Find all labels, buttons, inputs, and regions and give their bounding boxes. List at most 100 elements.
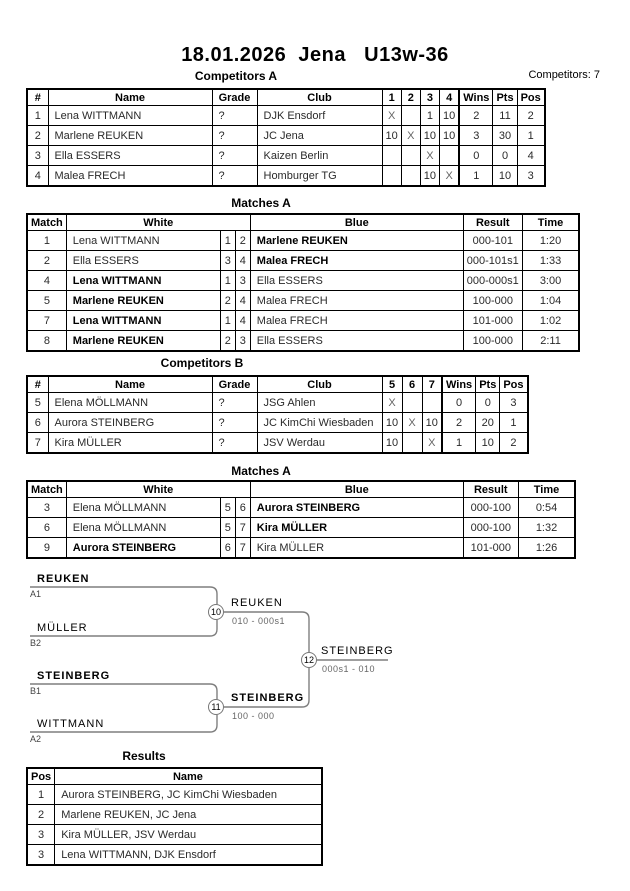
match-10-winner: REUKEN xyxy=(231,597,283,609)
cell-name: Kira MÜLLER xyxy=(47,432,213,454)
match-10-number: 10 xyxy=(208,604,224,620)
cell-s2 xyxy=(401,432,423,454)
cell-time: 1:20 xyxy=(521,230,580,251)
col-grade: Grade xyxy=(211,375,258,393)
cell-grade: ? xyxy=(211,412,258,433)
col-7: 7 xyxy=(421,375,443,393)
cell-result: 100-000 xyxy=(462,330,523,352)
cell-name: Marlene REUKEN xyxy=(47,125,213,146)
cell-s3 xyxy=(421,392,443,413)
cell-s3: X xyxy=(419,145,441,166)
cell-grade: ? xyxy=(211,105,258,126)
cell-s4: X xyxy=(439,165,460,187)
cell-n1: 5 xyxy=(219,497,236,518)
competitors-count: Competitors: 7 xyxy=(528,69,600,81)
cell-result: 000-101 xyxy=(462,230,523,251)
cell-num: 5 xyxy=(26,392,49,413)
cell-white: Marlene REUKEN xyxy=(65,290,221,311)
cell-white: Elena MÖLLMANN xyxy=(65,497,221,518)
cell-blue: Ella ESSERS xyxy=(249,330,464,352)
col-grade: Grade xyxy=(211,88,258,106)
cell-pts: 11 xyxy=(492,105,518,126)
col-white: White xyxy=(65,480,251,498)
cell-match: 6 xyxy=(26,517,67,538)
cell-time: 2:11 xyxy=(521,330,580,352)
cell-pts: 0 xyxy=(492,145,518,166)
cell-grade: ? xyxy=(211,165,258,187)
cell-match: 7 xyxy=(26,310,67,331)
cell-blue: Malea FRECH xyxy=(249,310,464,331)
cell-num: 4 xyxy=(26,165,49,187)
cell-pts: 30 xyxy=(492,125,518,146)
col-3: 3 xyxy=(419,88,441,106)
cell-club: JSV Werdau xyxy=(256,432,383,454)
cell-n1: 1 xyxy=(219,270,236,291)
cell-n1: 2 xyxy=(219,290,236,311)
cell-name: Kira MÜLLER, JSV Werdau xyxy=(54,824,323,845)
col-club: Club xyxy=(256,375,383,393)
cell-num: 3 xyxy=(26,145,49,166)
cell-club: Homburger TG xyxy=(256,165,383,187)
cell-name: Ella ESSERS xyxy=(47,145,213,166)
cell-s1: 10 xyxy=(381,432,403,454)
col-blue: Blue xyxy=(249,480,464,498)
cell-blue: Kira MÜLLER xyxy=(249,517,464,538)
cell-s3: 10 xyxy=(421,412,443,433)
cell-wins: 2 xyxy=(458,105,494,126)
cell-pos: 1 xyxy=(499,412,528,433)
bracket-slot-a1-seed: A1 xyxy=(30,589,42,599)
cell-blue: Ella ESSERS xyxy=(249,270,464,291)
cell-grade: ? xyxy=(211,392,258,413)
col-time: Time xyxy=(517,480,576,498)
cell-grade: ? xyxy=(211,432,258,454)
cell-name: Aurora STEINBERG xyxy=(47,412,213,433)
col-white: White xyxy=(65,213,251,231)
cell-match: 9 xyxy=(26,537,67,559)
col-name: Name xyxy=(54,767,323,785)
cell-pos: 2 xyxy=(499,432,528,454)
cell-time: 1:02 xyxy=(521,310,580,331)
col-4: 4 xyxy=(439,88,460,106)
cell-match: 1 xyxy=(26,230,67,251)
cell-s1 xyxy=(381,165,402,187)
table-header-row: Match White Blue Result Time xyxy=(26,480,576,498)
cell-time: 1:32 xyxy=(517,517,576,538)
cell-s2 xyxy=(401,392,423,413)
col-number: # xyxy=(26,88,49,106)
table-header-row: Pos Name xyxy=(26,767,323,785)
match-11-result: 100 - 000 xyxy=(232,711,275,721)
medal-bracket: REUKEN A1 MÜLLER B2 STEINBERG B1 WITTMAN… xyxy=(0,560,630,760)
cell-n2: 2 xyxy=(234,230,251,251)
cell-result: 100-000 xyxy=(462,290,523,311)
cell-time: 3:00 xyxy=(521,270,580,291)
cell-n2: 6 xyxy=(234,497,251,518)
cell-pos: 3 xyxy=(26,844,56,866)
cell-n1: 2 xyxy=(219,330,236,352)
cell-n2: 4 xyxy=(234,250,251,271)
cell-n2: 3 xyxy=(234,330,251,352)
cell-pos: 3 xyxy=(499,392,528,413)
cell-wins: 1 xyxy=(441,432,477,454)
cell-s3: 1 xyxy=(419,105,441,126)
cell-club: JC Jena xyxy=(256,125,383,146)
cell-result: 101-000 xyxy=(462,310,523,331)
col-pos: Pos xyxy=(516,88,546,106)
match-10-result: 010 - 000s1 xyxy=(232,616,286,626)
col-6: 6 xyxy=(401,375,423,393)
col-result: Result xyxy=(462,480,519,498)
bracket-slot-b1-name: STEINBERG xyxy=(37,670,111,682)
cell-pos: 4 xyxy=(516,145,546,166)
cell-n1: 1 xyxy=(219,230,236,251)
